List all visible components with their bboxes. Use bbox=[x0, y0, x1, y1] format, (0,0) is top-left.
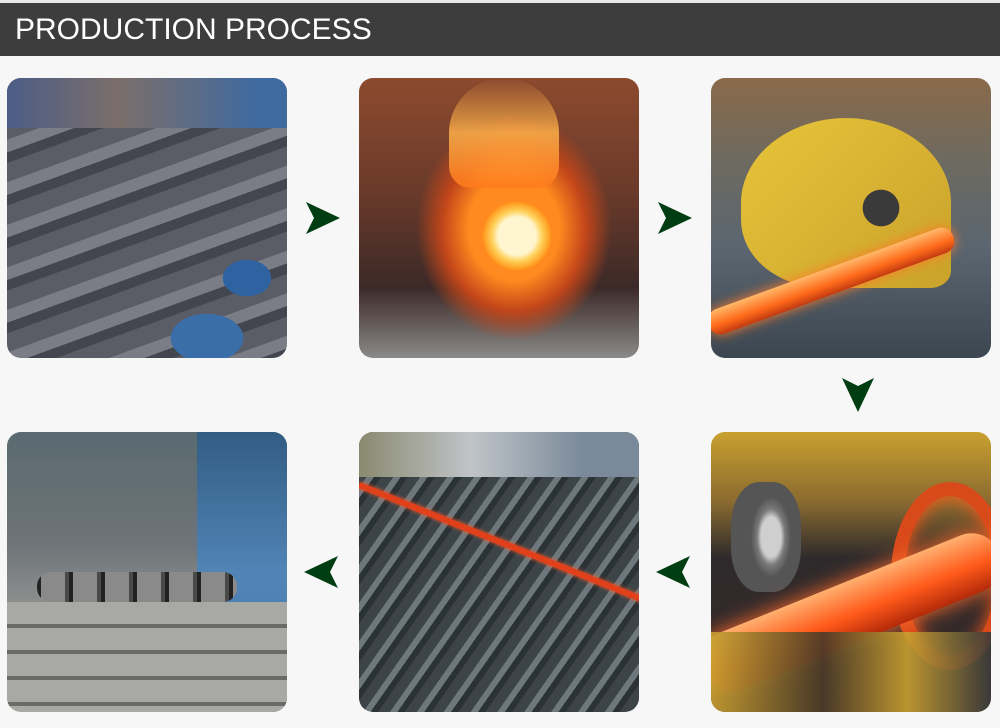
pipe-rack bbox=[7, 602, 287, 712]
page-title: PRODUCTION PROCESS bbox=[15, 13, 372, 46]
step-5-cooling-bed-image bbox=[359, 432, 639, 712]
step-6-finished-pipes-image bbox=[7, 432, 287, 712]
section-header: PRODUCTION PROCESS bbox=[0, 3, 1000, 56]
top-strip bbox=[0, 0, 1000, 3]
step-2-induction-furnace-image bbox=[359, 78, 639, 358]
step-1-steel-billets-image bbox=[7, 78, 287, 358]
image-background bbox=[7, 78, 287, 128]
arrow-left-icon bbox=[302, 552, 342, 592]
factory-background bbox=[359, 432, 639, 477]
mill-roll bbox=[731, 482, 801, 592]
finished-pipes bbox=[37, 572, 237, 602]
arrow-right-icon bbox=[302, 198, 342, 238]
hot-tube-line bbox=[359, 482, 639, 608]
step-4-piercing-mill-image bbox=[711, 432, 991, 712]
arrow-right-icon bbox=[654, 198, 694, 238]
arrow-left-icon bbox=[654, 552, 694, 592]
furnace-flame bbox=[449, 78, 559, 188]
mill-base bbox=[711, 632, 991, 712]
arrow-down-icon bbox=[838, 374, 878, 414]
step-3-hot-billet-conveyor-image bbox=[711, 78, 991, 358]
